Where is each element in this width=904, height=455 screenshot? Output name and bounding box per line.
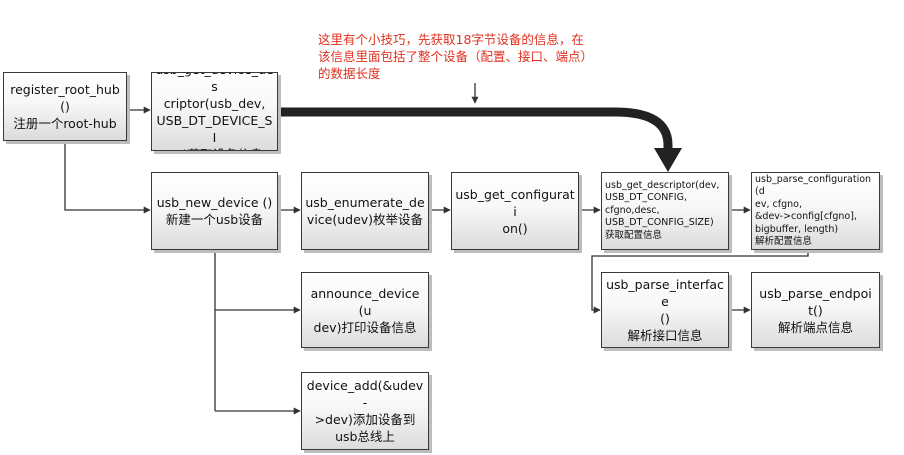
box-label: usb_parse_configuration(d ev, cfgno, &de…: [755, 173, 872, 248]
box-usb-get-descriptor: usb_get_descriptor(dev, USB_DT_CONFIG, c…: [601, 172, 729, 250]
arrow-parse-configuration-to-parse-interface: [591, 250, 809, 314]
box-device-add: device_add(&udev- >dev)添加设备到 usb总线上: [301, 372, 429, 450]
box-usb-get-device-descriptor: usb_get_device_des criptor(usb_dev, USB_…: [151, 72, 278, 151]
box-label: register_root_hub() 注册一个root-hub: [10, 82, 120, 131]
box-label: announce_device(u dev)打印设备信息: [310, 285, 420, 335]
box-label: usb_get_configurati on(): [455, 186, 575, 236]
box-announce-device: announce_device(u dev)打印设备信息: [301, 272, 429, 348]
tip-annotation: 这里有个小技巧，先获取18字节设备的信息，在 该信息里面包括了整个设备（配置、接…: [318, 32, 594, 81]
box-label: usb_enumerate_de vice(udev)枚举设备: [305, 195, 425, 227]
thick-arrow-head-icon: [654, 148, 682, 172]
box-register-root-hub: register_root_hub() 注册一个root-hub: [3, 72, 127, 141]
box-label: usb_parse_endpoi t() 解析端点信息: [759, 285, 872, 335]
box-usb-enumerate-device: usb_enumerate_de vice(udev)枚举设备: [301, 172, 429, 250]
arrow-root-hub-to-new-device: [64, 141, 151, 214]
box-usb-parse-interface: usb_parse_interface () 解析接口信息: [601, 272, 729, 348]
box-usb-parse-configuration: usb_parse_configuration(d ev, cfgno, &de…: [751, 172, 880, 250]
box-usb-new-device: usb_new_device () 新建一个usb设备: [151, 172, 278, 250]
box-label: usb_parse_interface () 解析接口信息: [606, 277, 724, 343]
box-label: usb_get_descriptor(dev, USB_DT_CONFIG, c…: [605, 179, 720, 241]
box-label: usb_new_device () 新建一个usb设备: [156, 195, 273, 227]
box-usb-parse-endpoint: usb_parse_endpoi t() 解析端点信息: [751, 272, 880, 348]
box-usb-get-configuration: usb_get_configurati on(): [451, 172, 579, 250]
box-label: device_add(&udev- >dev)添加设备到 usb总线上: [306, 378, 424, 444]
thick-curved-arrow: [271, 107, 673, 155]
box-label: usb_get_device_des criptor(usb_dev, USB_…: [155, 73, 273, 150]
